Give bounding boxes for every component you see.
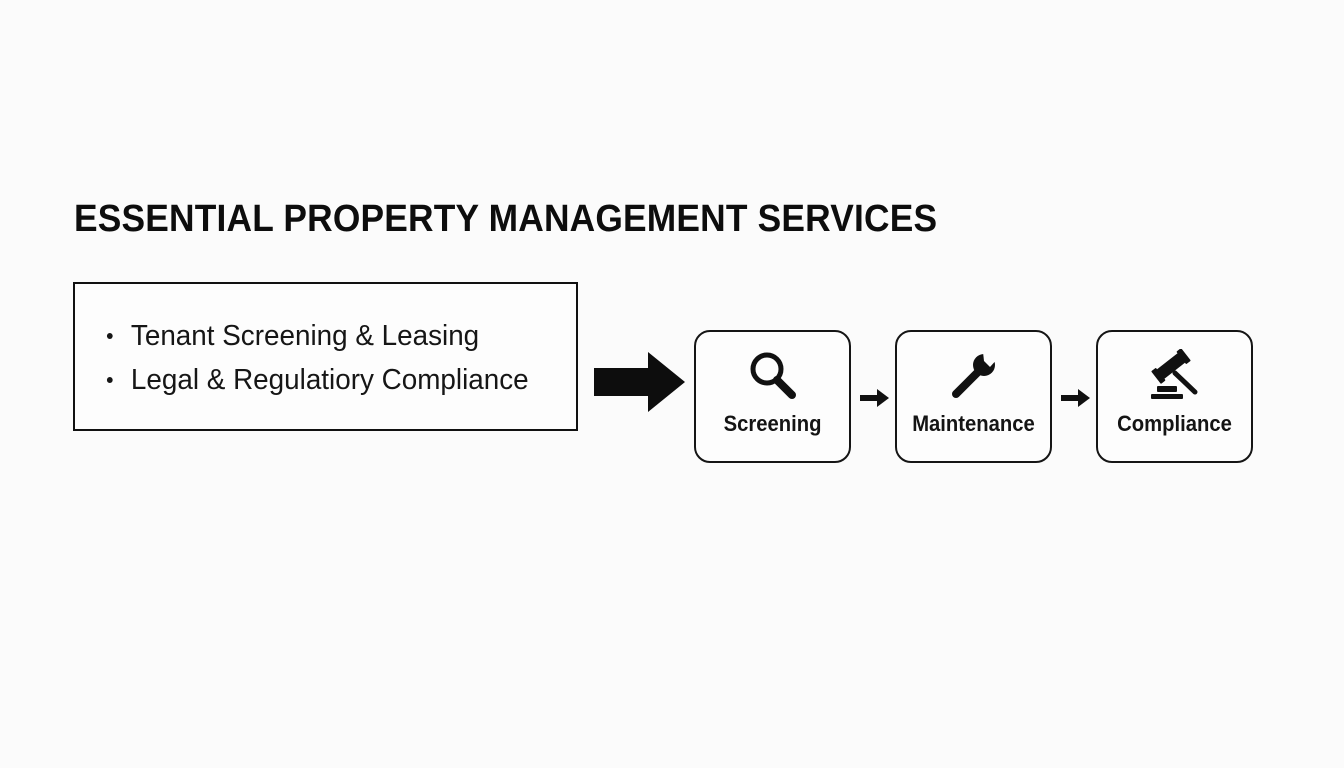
bullet-dot [106, 377, 113, 383]
step-arrow-icon [1061, 389, 1090, 407]
service-item-label: Tenant Screening & Leasing [130, 320, 480, 352]
service-item-label: Legal & Regulatiory Compliance [130, 364, 529, 396]
service-item-legal-compliance: Legal & Regulatiory Compliance [105, 358, 529, 402]
wrench-icon [951, 349, 999, 398]
magnifier-icon [750, 352, 796, 399]
services-list-box: Tenant Screening & Leasing Legal & Regul… [73, 282, 578, 431]
step-card-maintenance: Maintenance [895, 330, 1052, 463]
diagram-title: ESSENTIAL PROPERTY MANAGEMENT SERVICES [74, 198, 938, 240]
step-card-screening: Screening [694, 330, 851, 463]
gavel-icon [1150, 349, 1197, 399]
step-label-compliance: Compliance [1117, 411, 1232, 436]
step-label-maintenance: Maintenance [912, 411, 1035, 436]
step-label-screening: Screening [723, 411, 822, 436]
step-arrow-icon [860, 389, 889, 407]
service-item-tenant-screening: Tenant Screening & Leasing [105, 314, 529, 358]
services-list: Tenant Screening & Leasing Legal & Regul… [105, 314, 546, 402]
flow-arrow-icon [594, 352, 685, 412]
bullet-dot [106, 333, 113, 339]
step-card-compliance: Compliance [1096, 330, 1253, 463]
